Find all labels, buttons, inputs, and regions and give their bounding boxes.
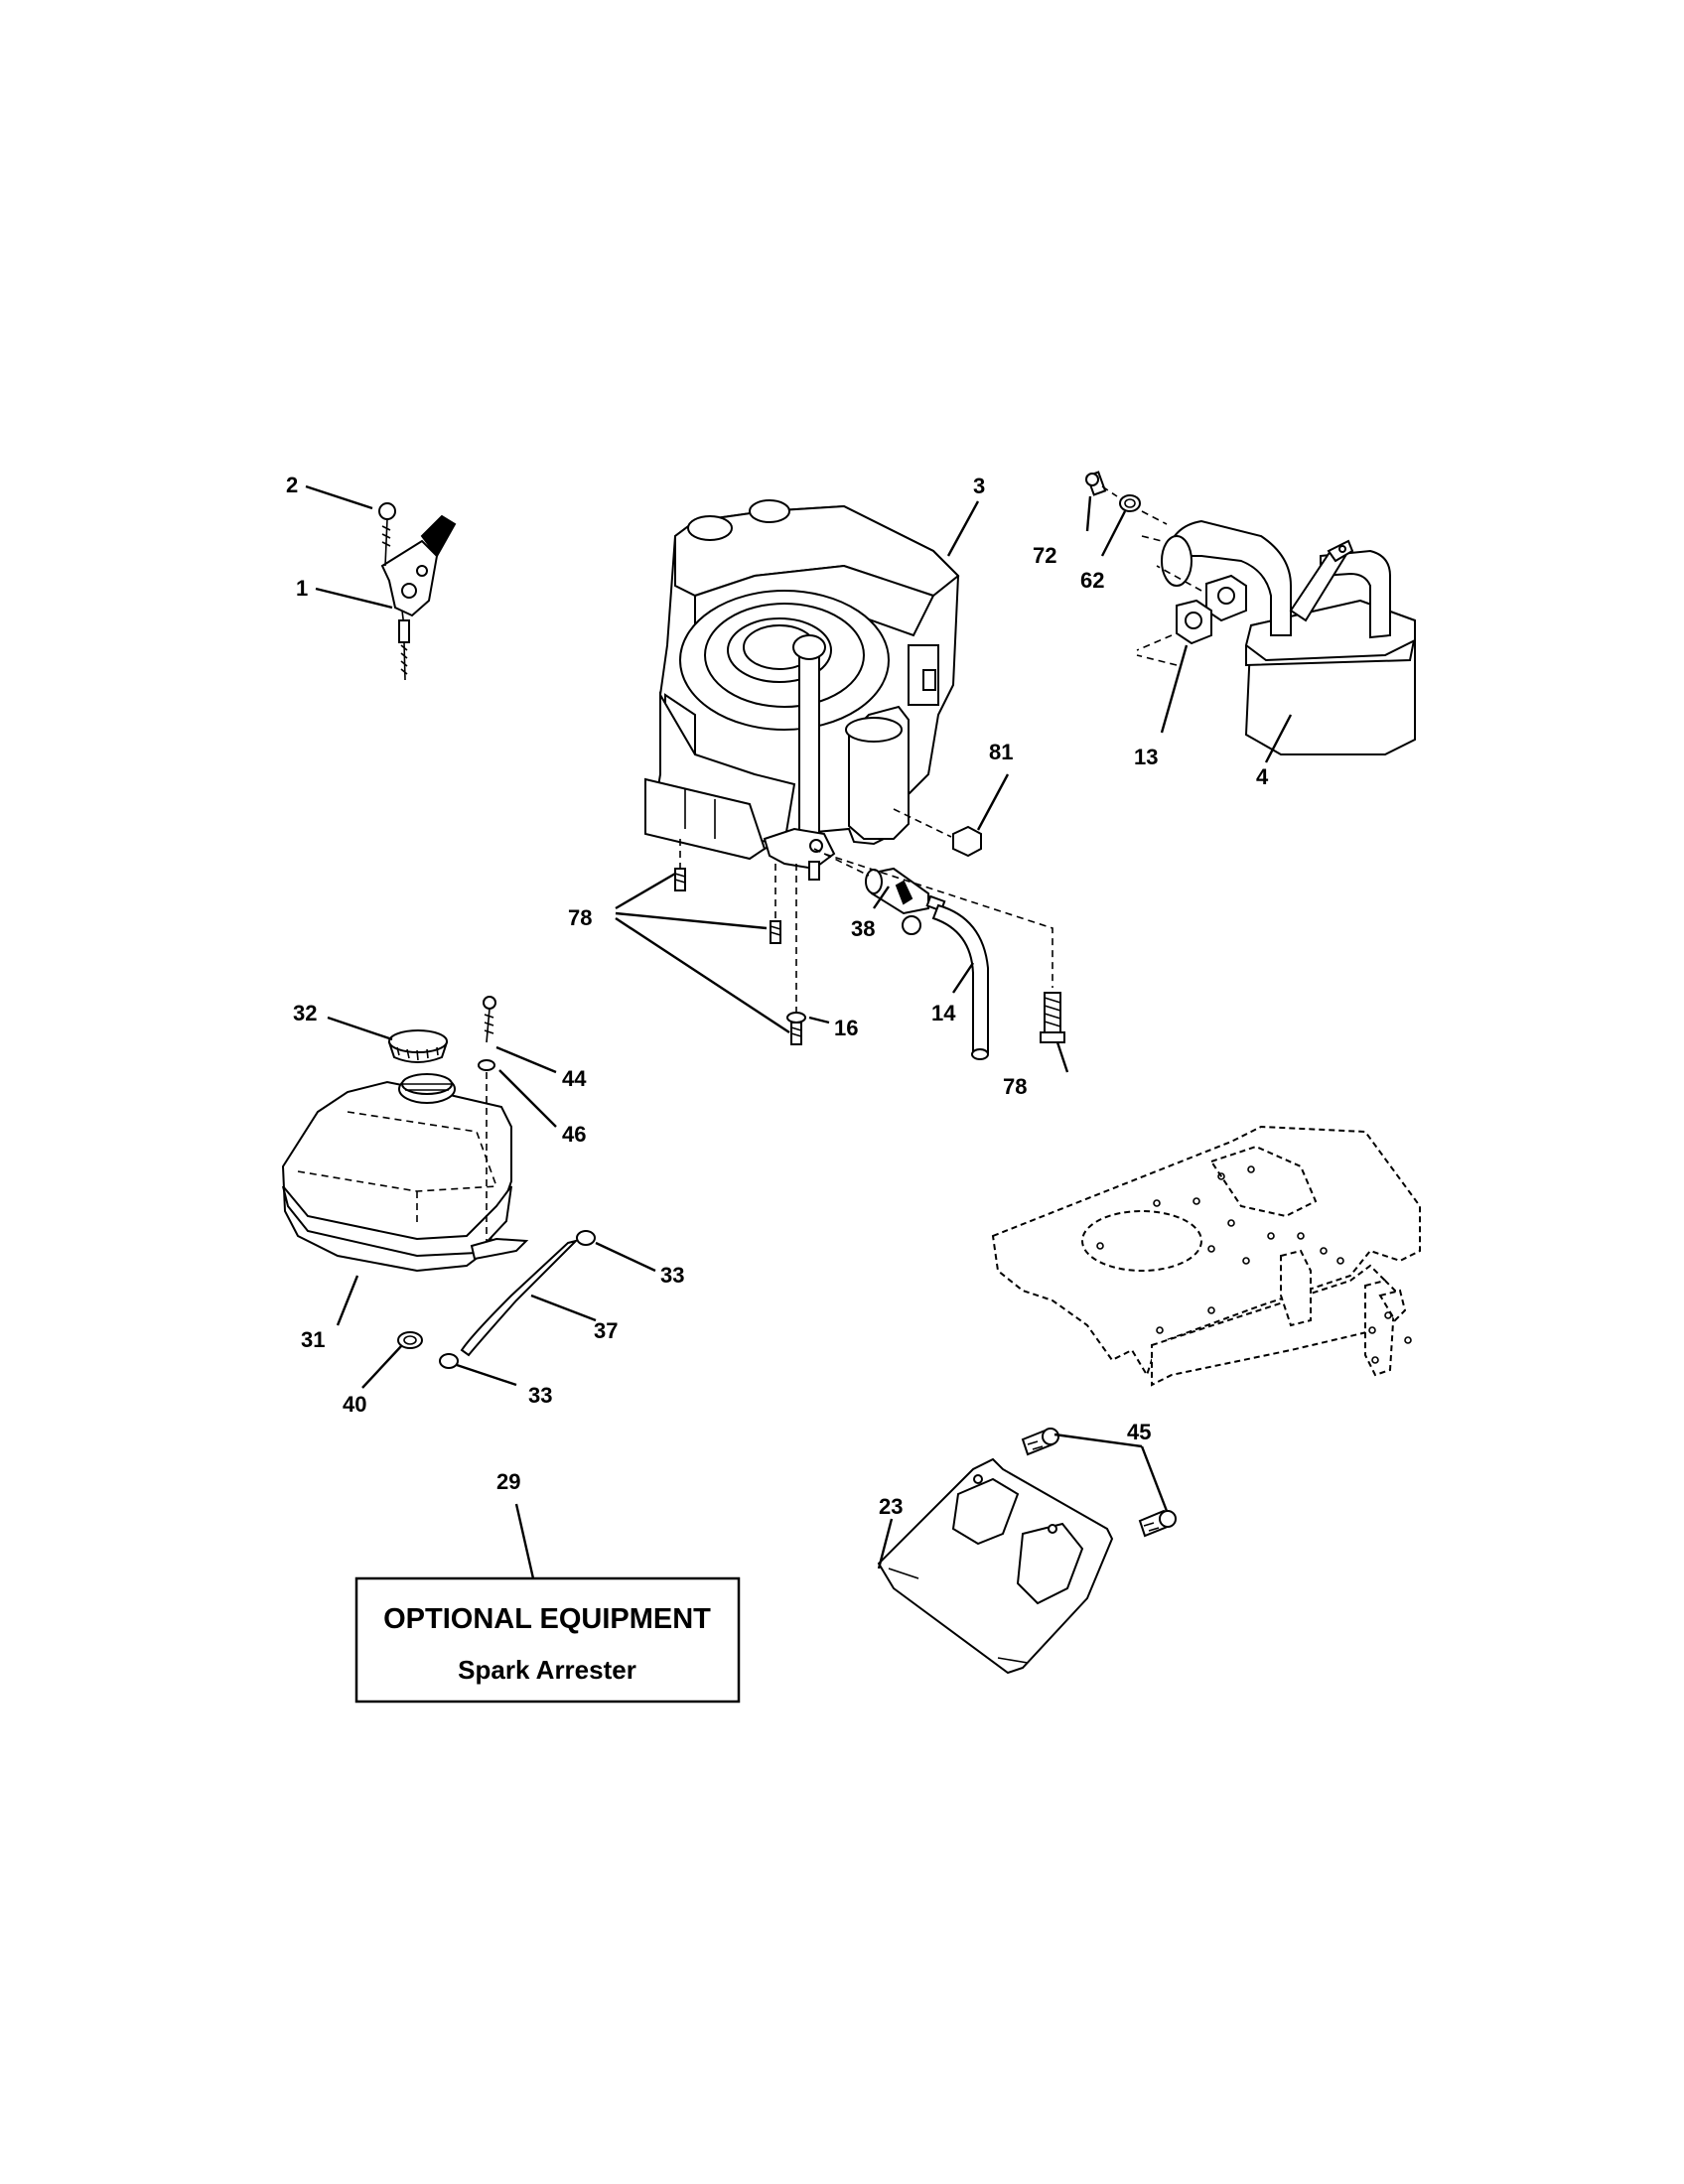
leader-lines (305, 484, 1293, 1579)
callout-32: 32 (293, 1001, 317, 1025)
optional-equipment-title: OPTIONAL EQUIPMENT (383, 1603, 711, 1635)
fuel-valve-and-line (813, 848, 1053, 1060)
callout-78-engine: 78 (568, 905, 592, 930)
callout-1: 1 (296, 576, 308, 601)
fuel-line-and-clamps (397, 1230, 596, 1369)
engine-bolts (674, 839, 1065, 1045)
callout-72: 72 (1033, 543, 1056, 568)
callout-40: 40 (343, 1392, 366, 1417)
callout-labels: 2 1 3 72 62 13 4 81 78 38 14 16 78 32 44… (286, 473, 1269, 1519)
fuel-tank (281, 996, 529, 1273)
callout-33-lower: 33 (528, 1383, 552, 1408)
spark-arrester-label: Spark Arrester (458, 1655, 636, 1685)
callout-44: 44 (562, 1066, 587, 1091)
callout-33-upper: 33 (660, 1263, 684, 1288)
callout-62: 62 (1080, 568, 1104, 593)
throttle-control (378, 502, 457, 681)
callout-13: 13 (1134, 745, 1158, 769)
nut-81 (893, 808, 982, 858)
callout-31: 31 (301, 1327, 325, 1352)
callout-4: 4 (1256, 764, 1269, 789)
callout-45: 45 (1127, 1420, 1151, 1444)
optional-equipment-box: OPTIONAL EQUIPMENT Spark Arrester (354, 1576, 741, 1704)
callout-16: 16 (834, 1016, 858, 1040)
callout-37: 37 (594, 1318, 618, 1343)
callout-81: 81 (989, 740, 1013, 764)
muffler-assembly (1085, 471, 1416, 755)
callout-78-right: 78 (1003, 1074, 1027, 1099)
engine (644, 499, 960, 881)
callout-23: 23 (879, 1494, 903, 1519)
callout-3: 3 (973, 474, 985, 498)
callout-2: 2 (286, 473, 298, 497)
callout-38: 38 (851, 916, 875, 941)
callout-14: 14 (931, 1001, 956, 1025)
callout-29: 29 (496, 1469, 520, 1494)
frame-engine-mount (991, 1125, 1421, 1387)
callout-46: 46 (562, 1122, 586, 1147)
heat-shield (877, 1428, 1177, 1675)
